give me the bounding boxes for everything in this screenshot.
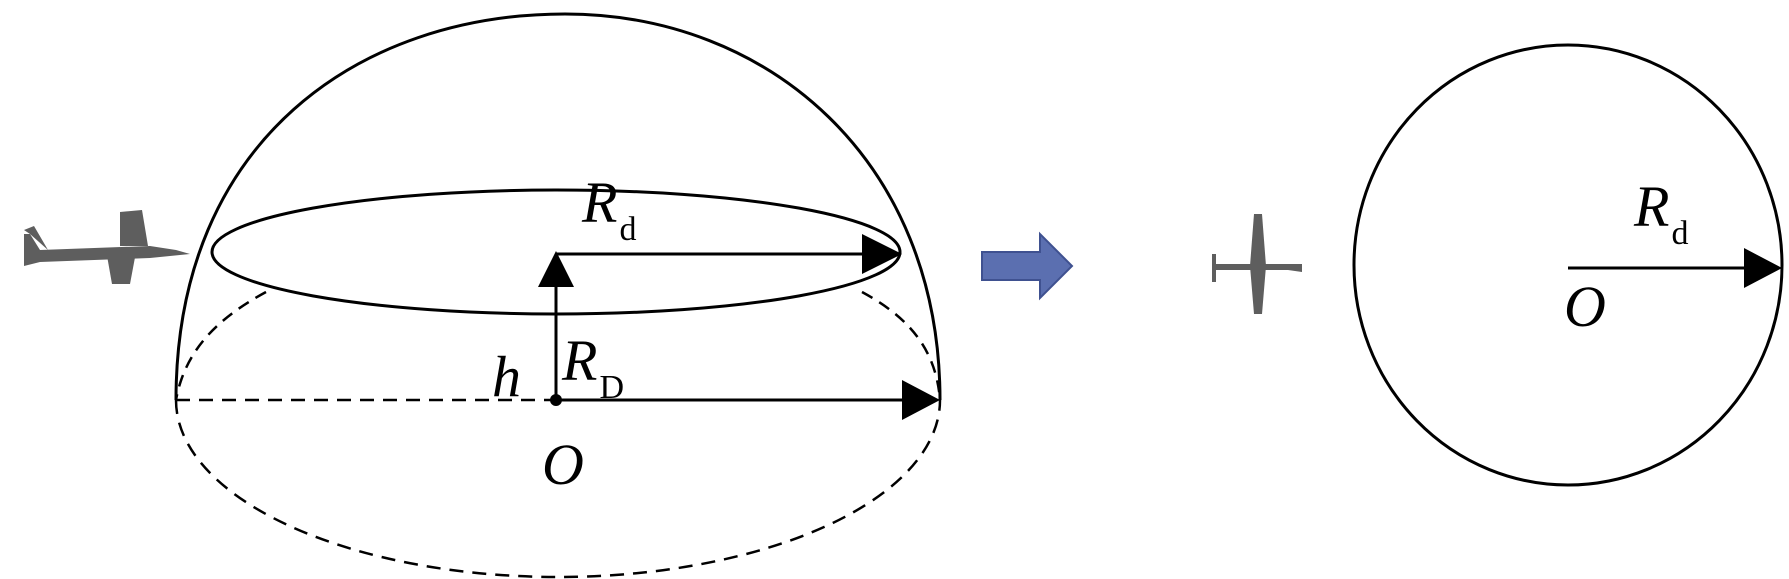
height-arrow-head	[538, 251, 574, 287]
top-view-radius-subscript: d	[1671, 215, 1688, 252]
upper-radius-subscript: d	[619, 211, 636, 248]
top-view-figure: Rd O	[1352, 43, 1784, 487]
aircraft-top-view-icon	[1212, 214, 1302, 314]
right-origin-label: O	[1564, 274, 1606, 339]
left-origin-label: O	[542, 432, 584, 497]
hidden-dome-right-dashed	[861, 290, 942, 401]
upper-radius-label: Rd	[581, 170, 636, 248]
upper-radius-arrow-head	[862, 234, 902, 274]
top-view-circle	[1352, 43, 1784, 487]
height-label: h	[492, 344, 521, 409]
top-view-radius-label: Rd	[1633, 174, 1688, 252]
hemisphere-dome-outline	[174, 12, 942, 401]
aircraft-side-view-icon	[24, 210, 190, 284]
hemisphere-figure: Rd RD h O	[174, 12, 942, 579]
origin-point	[550, 394, 562, 406]
base-ellipse-lower-dashed	[174, 399, 942, 579]
base-radius-subscript: D	[599, 369, 624, 406]
hidden-dome-left-dashed	[174, 290, 267, 401]
base-radius-label: RD	[561, 328, 624, 406]
top-view-radius-arrow-head	[1744, 248, 1782, 288]
base-radius-arrow-head	[902, 380, 940, 420]
right-arrow-icon	[981, 231, 1074, 301]
